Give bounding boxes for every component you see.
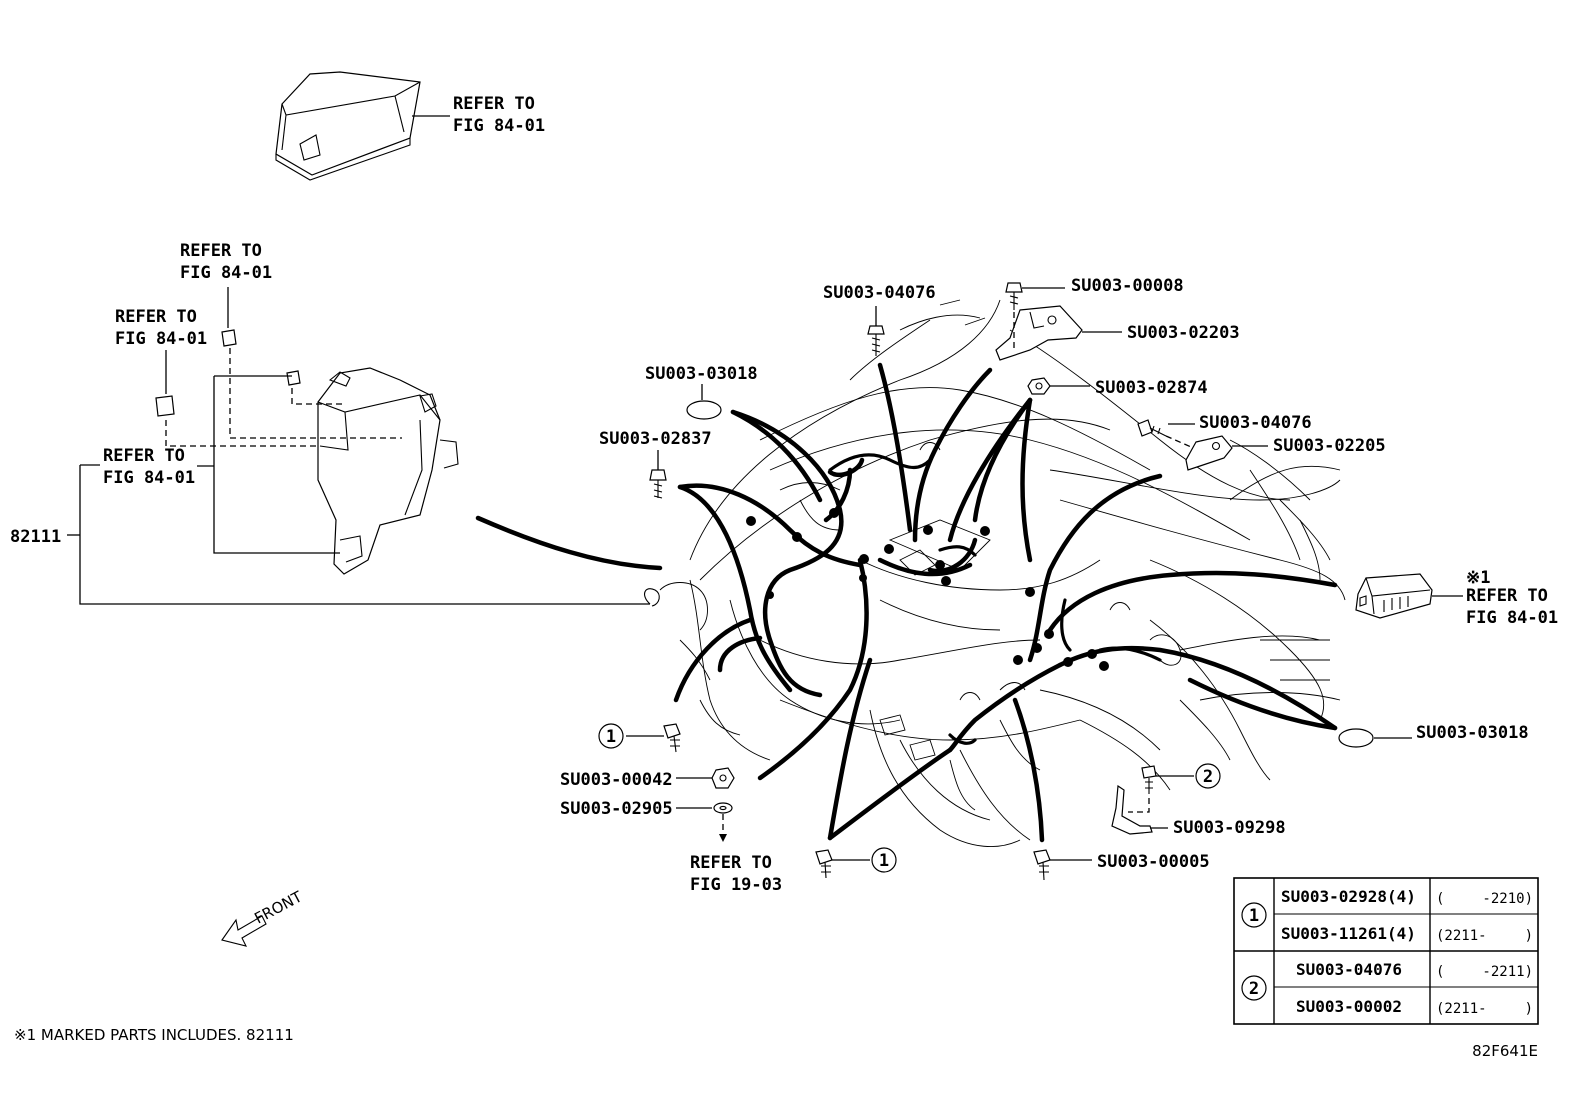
harness-clips (746, 508, 1109, 671)
label-su003-02203: SU003-02203 (1127, 323, 1240, 343)
callout-circle-2-right-num: 2 (1203, 767, 1213, 787)
washer-02905 (676, 802, 733, 842)
label-refer-84-box-a: REFER TO (103, 446, 185, 466)
nut-00042 (676, 767, 735, 789)
label-refer-19-b: FIG 19-03 (690, 875, 782, 895)
table-group-2-circle (1241, 975, 1267, 1001)
label-su003-00042: SU003-00042 (560, 770, 673, 790)
table-cell-range-open: (2211- (1436, 1001, 1487, 1017)
callout-circle-1-left (598, 723, 624, 749)
table-group-1-circle (1241, 902, 1267, 928)
label-refer-84-fuse-b: FIG 84-01 (115, 329, 207, 349)
bracket-02203 (995, 282, 1122, 361)
label-refer-84-top-b: FIG 84-01 (453, 116, 545, 136)
table-cell-range-open: ( (1436, 964, 1444, 980)
label-refer-84-relay-a: REFER TO (180, 241, 262, 261)
callout-labels: REFER TO FIG 84-01 REFER TO FIG 84-01 RE… (10, 94, 1558, 895)
table-group-2-num: 2 (1249, 979, 1259, 999)
table-cell-range-val: -2211) (1482, 964, 1533, 980)
table-cell-range-open: (2211- (1436, 928, 1487, 944)
bolt-circle1-left (626, 723, 681, 753)
label-note-mark-1: ※1 (1466, 568, 1490, 588)
label-su003-02205: SU003-02205 (1273, 436, 1386, 456)
label-refer-84-ecu-b: FIG 84-01 (1466, 608, 1558, 628)
label-su003-00005: SU003-00005 (1097, 852, 1210, 872)
label-82111: 82111 (10, 527, 61, 547)
footnote: ※1 MARKED PARTS INCLUDES. 82111 (14, 1026, 294, 1044)
bracket-02205 (1137, 419, 1268, 471)
table-cell-part: SU003-04076 (1296, 960, 1402, 979)
label-su003-04076-top: SU003-04076 (823, 283, 936, 303)
callout-circle-1-bottom (871, 847, 897, 873)
bolt-circle1-bottom (815, 849, 870, 879)
front-label: FRONT (251, 887, 305, 927)
table-cell-part: SU003-02928(4) (1281, 887, 1416, 906)
label-su003-02874: SU003-02874 (1095, 378, 1208, 398)
bolt-00005 (1033, 849, 1092, 881)
relay-block (155, 287, 459, 575)
label-refer-84-box-b: FIG 84-01 (103, 468, 195, 488)
bolt-04076-top (867, 306, 885, 356)
table-cell-range-val: -2210) (1482, 891, 1533, 907)
table-group-1-num: 1 (1249, 906, 1259, 926)
label-su003-02905: SU003-02905 (560, 799, 673, 819)
callout-circle-2-right (1195, 763, 1221, 789)
label-su003-09298: SU003-09298 (1173, 818, 1286, 838)
diagram-id: 82F641E (1472, 1042, 1538, 1060)
bracket-09298 (1111, 765, 1194, 835)
ecu-unit (1355, 573, 1463, 619)
label-su003-02837: SU003-02837 (599, 429, 712, 449)
fuse-box-cover (275, 71, 450, 181)
label-refer-84-relay-b: FIG 84-01 (180, 263, 272, 283)
bolt-02837 (649, 450, 667, 499)
callout-circle-1-left-num: 1 (606, 727, 616, 747)
front-arrow: FRONT (221, 887, 306, 947)
table-cell-part: SU003-00002 (1296, 997, 1402, 1016)
nut-02874 (1027, 377, 1090, 395)
label-refer-84-fuse-a: REFER TO (115, 307, 197, 327)
label-su003-04076-right: SU003-04076 (1199, 413, 1312, 433)
table-cell-range-val: ) (1525, 928, 1533, 944)
bracket-82111 (67, 464, 660, 607)
label-su003-03018-right: SU003-03018 (1416, 723, 1529, 743)
label-refer-19-a: REFER TO (690, 853, 772, 873)
table-cell-part: SU003-11261(4) (1281, 924, 1416, 943)
label-refer-84-top-a: REFER TO (453, 94, 535, 114)
variant-table: 1 2 SU003-02928(4) ( -2210) SU003-11261(… (1233, 877, 1539, 1025)
label-su003-03018-left: SU003-03018 (645, 364, 758, 384)
table-cell-range-val: ) (1525, 1001, 1533, 1017)
fasteners (626, 282, 1463, 881)
wire-harness (475, 362, 1338, 843)
table-cell-range-open: ( (1436, 891, 1444, 907)
label-refer-84-ecu-a: REFER TO (1466, 586, 1548, 606)
callout-circle-1-bottom-num: 1 (879, 851, 889, 871)
label-su003-00008: SU003-00008 (1071, 276, 1184, 296)
